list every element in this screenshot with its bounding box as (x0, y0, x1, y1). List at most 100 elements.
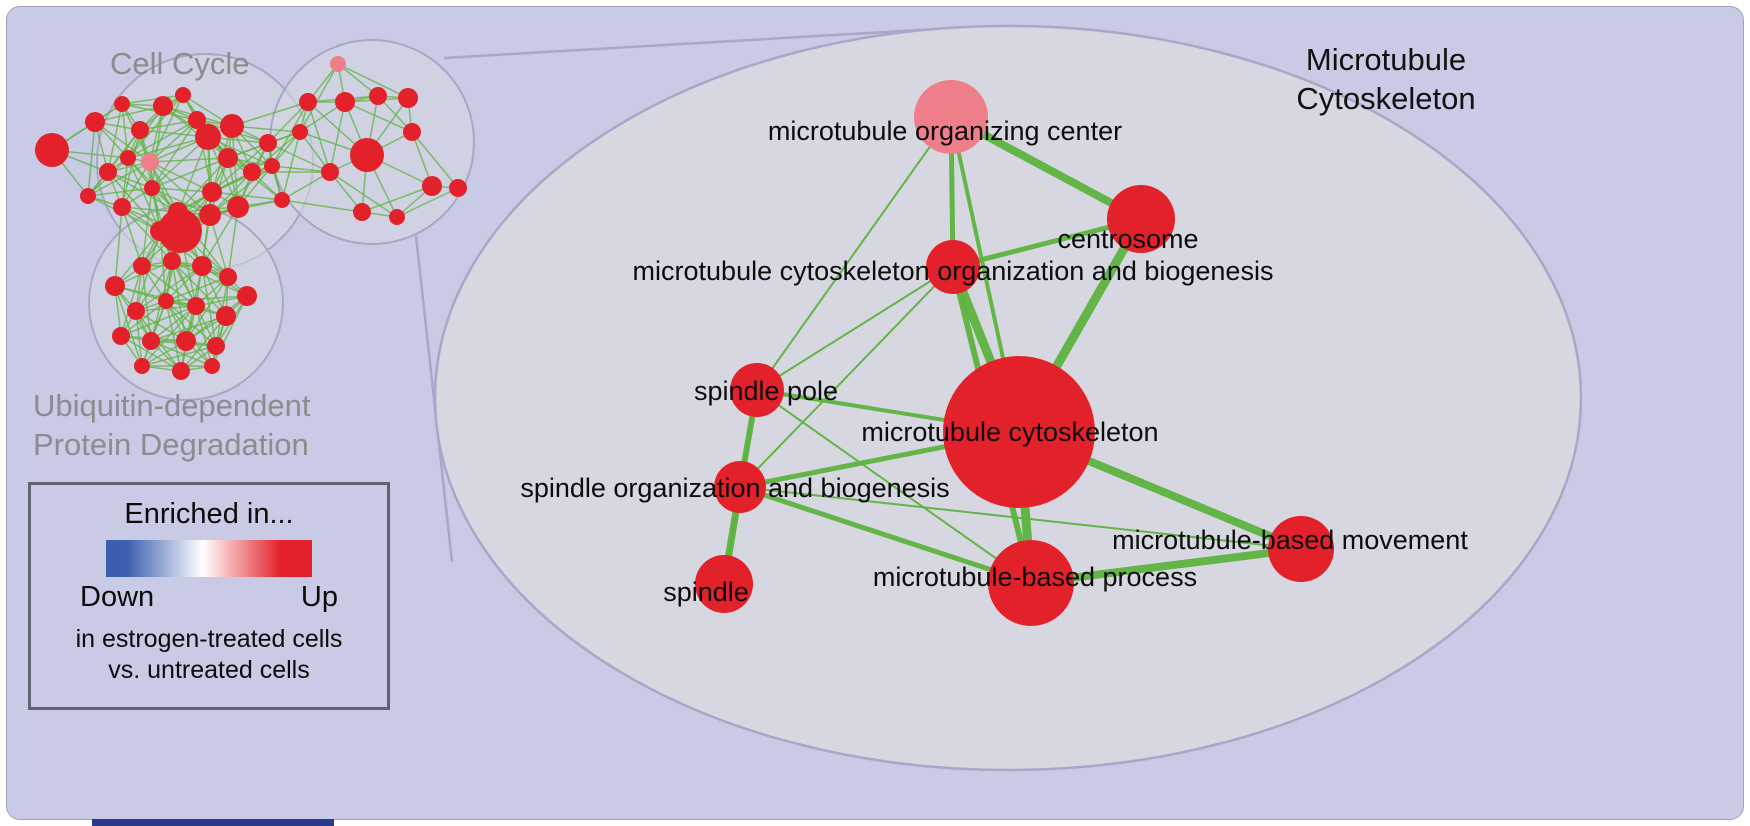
mini-node-54[interactable] (172, 362, 190, 380)
mini-node-48[interactable] (216, 306, 236, 326)
mini-node-8[interactable] (99, 163, 117, 181)
node-spindle[interactable] (695, 555, 753, 613)
mini-node-43[interactable] (219, 268, 237, 286)
mini-edge (121, 206, 173, 262)
mini-edge (177, 136, 209, 213)
mini-node-10[interactable] (113, 198, 131, 216)
mini-node-28[interactable] (369, 87, 387, 105)
mini-edge (87, 161, 151, 197)
mini-node-42[interactable] (192, 256, 212, 276)
mini-edge (121, 94, 184, 105)
mini-node-14[interactable] (195, 124, 221, 150)
node-mbp[interactable] (988, 540, 1074, 626)
mini-node-38[interactable] (321, 163, 339, 181)
mini-node-15[interactable] (220, 114, 244, 138)
mini-edge (281, 131, 301, 201)
legend: Enriched in... Down Up in estrogen-treat… (28, 482, 390, 710)
mini-node-16[interactable] (218, 148, 238, 168)
mini-edge (165, 295, 248, 302)
mini-node-11[interactable] (144, 180, 160, 196)
mini-edge (329, 101, 346, 173)
mini-node-32[interactable] (403, 123, 421, 141)
mini-edge (271, 165, 331, 173)
mini-node-41[interactable] (163, 252, 181, 270)
mini-edge (195, 305, 213, 367)
node-centrosome[interactable] (1107, 185, 1175, 253)
mini-edge (127, 119, 198, 159)
mini-node-21[interactable] (274, 192, 290, 208)
mini-node-18[interactable] (202, 182, 222, 202)
mini-node-29[interactable] (398, 88, 418, 108)
node-spindle_pole[interactable] (730, 363, 784, 417)
mini-node-33[interactable] (422, 176, 442, 196)
mini-node-31[interactable] (350, 138, 384, 172)
mini-node-27[interactable] (335, 92, 355, 112)
mini-node-50[interactable] (142, 332, 160, 350)
legend-caption-line1: in estrogen-treated cells (75, 625, 343, 653)
node-mcob[interactable] (926, 240, 980, 294)
mini-node-30[interactable] (292, 124, 308, 140)
mini-node-36[interactable] (449, 179, 467, 197)
cluster-label-ubiquitin-line1: Ubiquitin-dependent (33, 388, 311, 423)
mini-edge (207, 136, 211, 216)
mini-node-34[interactable] (353, 203, 371, 221)
mini-edge (149, 119, 198, 163)
node-mc[interactable] (943, 356, 1095, 508)
mini-edge (141, 345, 217, 367)
mini-edge (251, 131, 301, 173)
mini-edge (114, 285, 197, 307)
mini-node-23[interactable] (199, 204, 221, 226)
node-label-spindle: spindle (663, 577, 749, 607)
node-mbm[interactable] (1268, 516, 1334, 582)
mini-edge (141, 187, 153, 267)
legend-up-label: Up (300, 581, 338, 613)
mini-node-37[interactable] (264, 158, 280, 174)
mini-node-39[interactable] (105, 276, 125, 296)
mini-node-47[interactable] (187, 297, 205, 315)
cluster-label-cell-cycle: Cell Cycle (110, 46, 250, 81)
mini-edge (121, 103, 129, 159)
mini-node-45[interactable] (127, 302, 145, 320)
mini-node-49[interactable] (112, 327, 130, 345)
mini-node-0[interactable] (35, 133, 69, 167)
mini-node-40[interactable] (133, 257, 151, 275)
mini-edge (127, 157, 161, 232)
mini-node-6[interactable] (188, 111, 206, 129)
node-sob[interactable] (714, 461, 766, 513)
mini-node-12[interactable] (141, 153, 159, 171)
mini-node-2[interactable] (114, 96, 130, 112)
mini-node-1[interactable] (85, 112, 105, 132)
mini-edge (151, 119, 198, 189)
mini-edge (141, 305, 197, 367)
edge-mcob-sob (739, 266, 954, 488)
mini-node-51[interactable] (176, 331, 196, 351)
mini-edge (120, 335, 182, 372)
node-moc[interactable] (914, 80, 988, 154)
mini-node-25[interactable] (330, 56, 346, 72)
mini-node-55[interactable] (204, 358, 220, 374)
mini-node-44[interactable] (237, 286, 257, 306)
mini-edge (299, 63, 339, 133)
mini-node-17[interactable] (243, 163, 261, 181)
mini-node-9[interactable] (80, 188, 96, 204)
mini-node-22[interactable] (158, 209, 202, 253)
mini-node-20[interactable] (259, 134, 277, 152)
mini-node-46[interactable] (158, 293, 174, 309)
mini-node-4[interactable] (153, 96, 173, 116)
mini-node-26[interactable] (299, 93, 317, 111)
mini-edge (127, 136, 209, 159)
cluster-label-ubiquitin-line2: Protein Degradation (33, 427, 309, 462)
mini-node-52[interactable] (207, 337, 225, 355)
mini-node-7[interactable] (120, 150, 136, 166)
mini-node-5[interactable] (175, 87, 191, 103)
mini-node-35[interactable] (389, 209, 405, 225)
mini-node-53[interactable] (134, 358, 150, 374)
legend-gradient-bar (106, 540, 312, 577)
node-label-moc: microtubule organizing center (768, 116, 1122, 146)
mini-edge (149, 157, 229, 163)
mini-node-19[interactable] (227, 196, 249, 218)
mini-edge (87, 121, 96, 197)
mini-node-3[interactable] (131, 121, 149, 139)
mini-node-24[interactable] (150, 221, 170, 241)
